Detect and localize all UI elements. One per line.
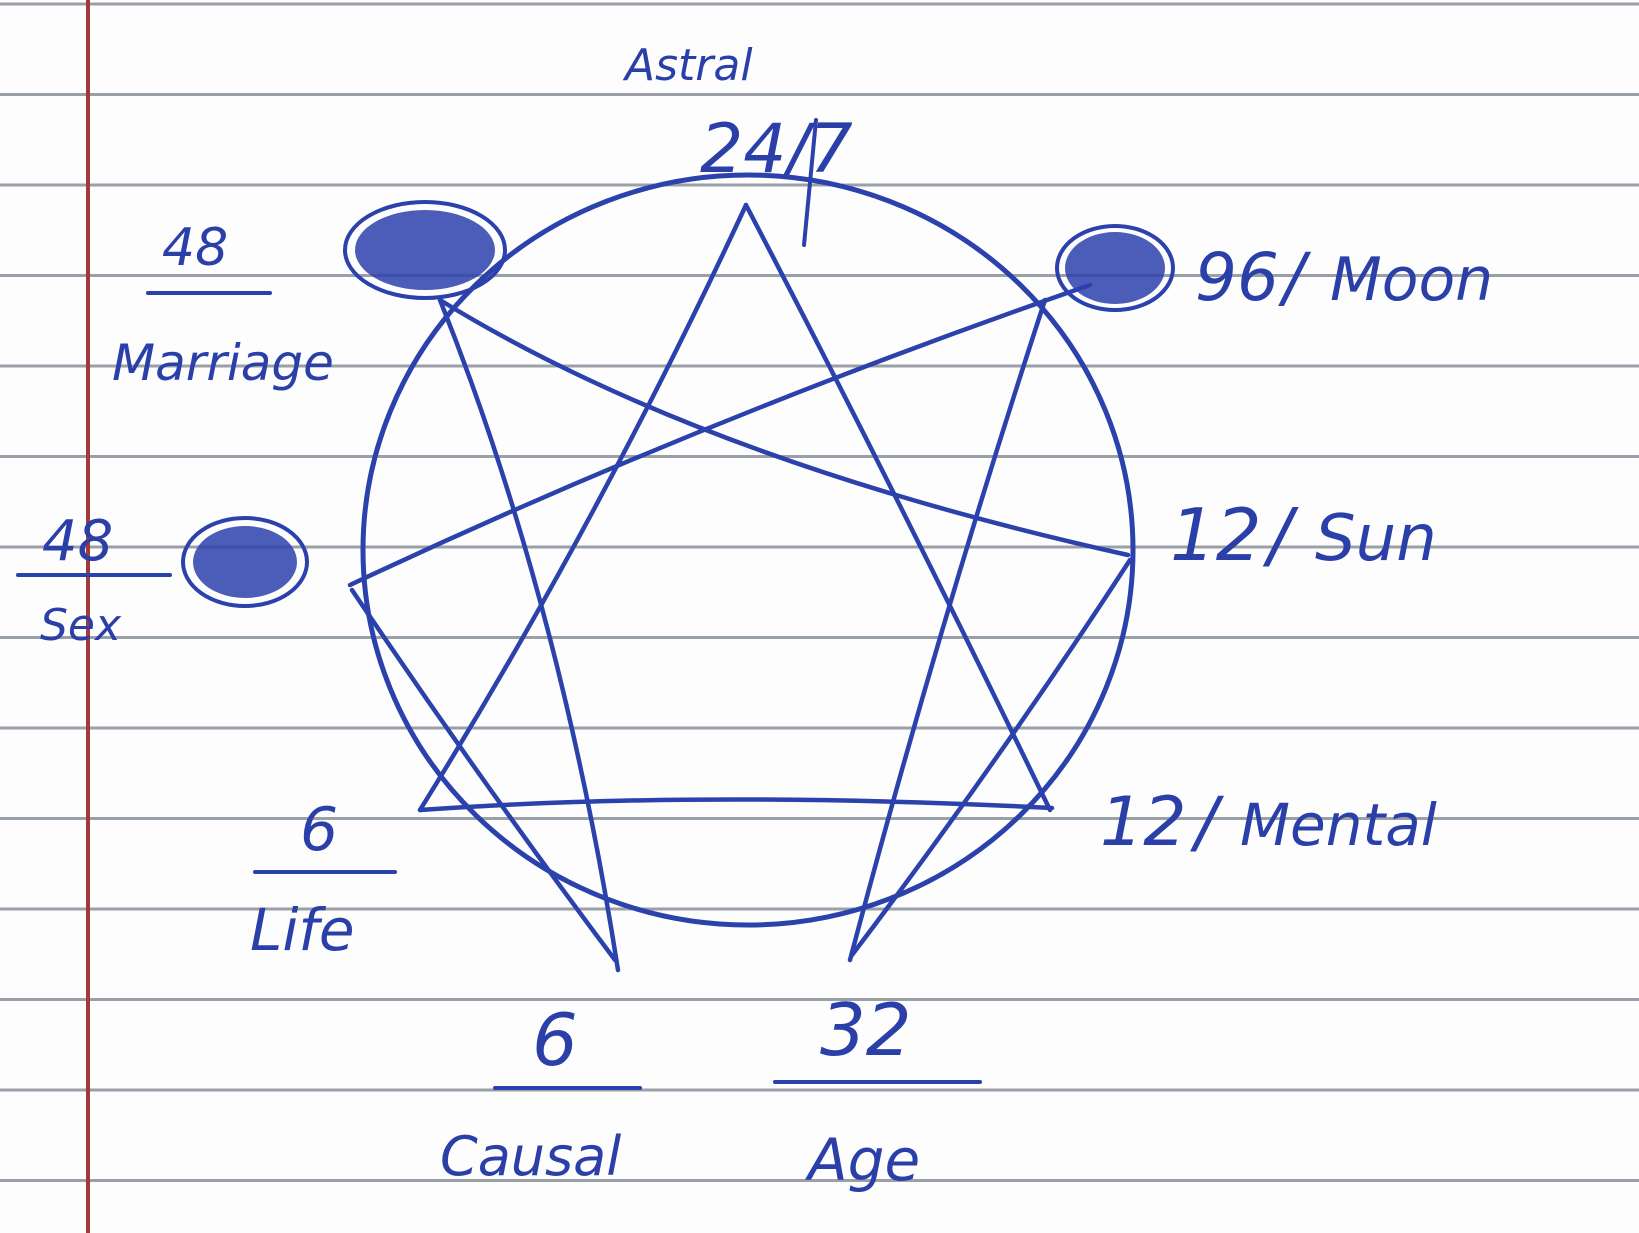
label-upper-right-slash: / <box>1278 239 1312 316</box>
stroke-upper-left-to-bottom-left <box>440 300 618 970</box>
label-upper-left: 48 Marriage <box>112 218 334 392</box>
stroke-top-to-bottom-right <box>746 205 1050 810</box>
label-bottom-right-number: 32 <box>820 988 912 1072</box>
stroke-top-to-lower-left <box>420 205 746 810</box>
marked-node-upper-left <box>345 202 505 298</box>
stroke-lower-left-to-lower-right <box>420 799 1052 810</box>
stroke-left-to-bottom-left <box>352 590 615 960</box>
label-bottom-left: 6 Causal <box>440 998 640 1188</box>
label-lower-left-number: 6 <box>300 795 338 865</box>
label-upper-right-number: 96 <box>1195 239 1279 316</box>
label-lower-left-name: Life <box>250 896 355 964</box>
marked-node-upper-right <box>1057 226 1173 310</box>
label-top-name: Astral <box>622 40 753 91</box>
label-lower-left: 6 Life <box>250 795 395 964</box>
label-upper-right-name: Moon <box>1330 245 1493 315</box>
label-right-slash: / <box>1262 493 1299 577</box>
label-left-name: Sex <box>40 600 122 651</box>
label-upper-left-number: 48 <box>162 218 228 278</box>
label-bottom-right: 32 Age <box>775 988 980 1194</box>
stroke-right-to-bottom-right <box>852 560 1130 955</box>
label-lower-right-number: 12 <box>1100 783 1187 862</box>
inner-figure <box>350 205 1130 970</box>
label-right-name: Sun <box>1315 502 1437 576</box>
marked-node-left <box>183 518 307 606</box>
label-left: 48 Sex <box>18 509 170 651</box>
label-upper-right: 96 / Moon <box>1195 239 1493 316</box>
label-lower-right: 12 / Mental <box>1100 783 1437 862</box>
label-lower-right-name: Mental <box>1240 791 1437 859</box>
label-bottom-left-name: Causal <box>440 1125 621 1188</box>
label-bottom-left-number: 6 <box>532 998 578 1082</box>
label-right-number: 12 <box>1170 493 1262 577</box>
label-lower-right-slash: / <box>1190 783 1225 862</box>
stroke-upper-right-to-bottom-right <box>850 300 1045 960</box>
label-bottom-right-name: Age <box>804 1126 920 1194</box>
label-right: 12 / Sun <box>1170 493 1437 577</box>
label-left-number: 48 <box>42 509 113 574</box>
label-top-number: 24/7 <box>700 110 853 189</box>
label-upper-left-name: Marriage <box>112 334 334 392</box>
stroke-upper-left-to-right <box>440 300 1128 555</box>
